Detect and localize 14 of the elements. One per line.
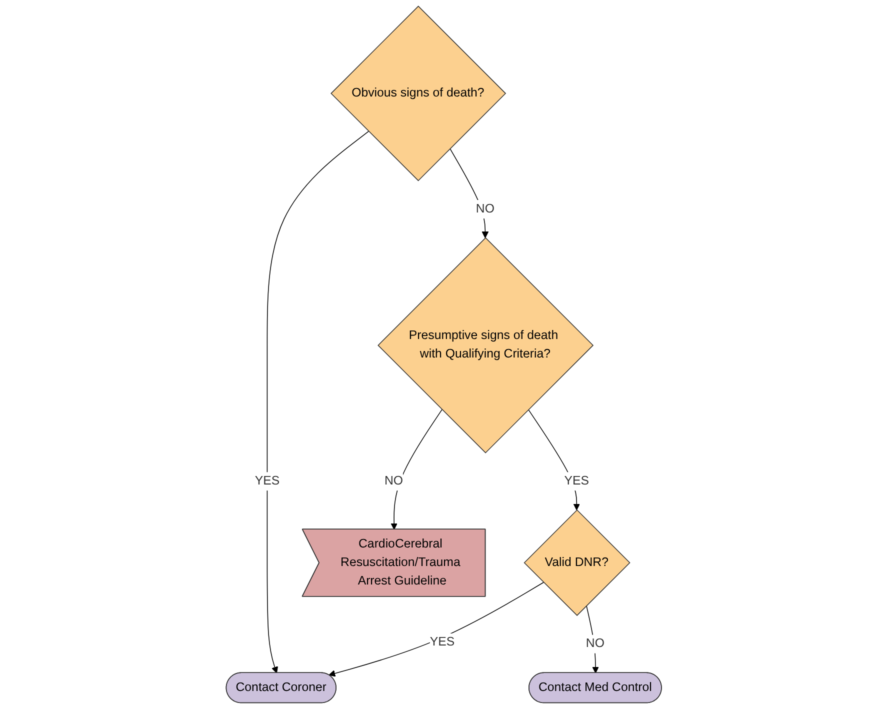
arrow xyxy=(266,130,370,674)
edge-label: YES xyxy=(564,474,590,488)
edge-label: YES xyxy=(254,474,280,488)
edge-label: YES xyxy=(430,636,455,649)
edge-label: NO xyxy=(586,637,605,650)
node-diamond: Valid DNR? xyxy=(524,509,630,616)
node-diamond: Obvious signs of death? xyxy=(330,6,506,182)
node-diamond: Presumptive signs of death with Qualifying Criteria? xyxy=(378,237,594,454)
arrow xyxy=(450,148,489,238)
edge-label: NO xyxy=(384,474,404,488)
arrow xyxy=(328,582,544,677)
arrow xyxy=(390,409,443,530)
edge-label: NO xyxy=(476,202,495,216)
arrow xyxy=(586,605,600,674)
